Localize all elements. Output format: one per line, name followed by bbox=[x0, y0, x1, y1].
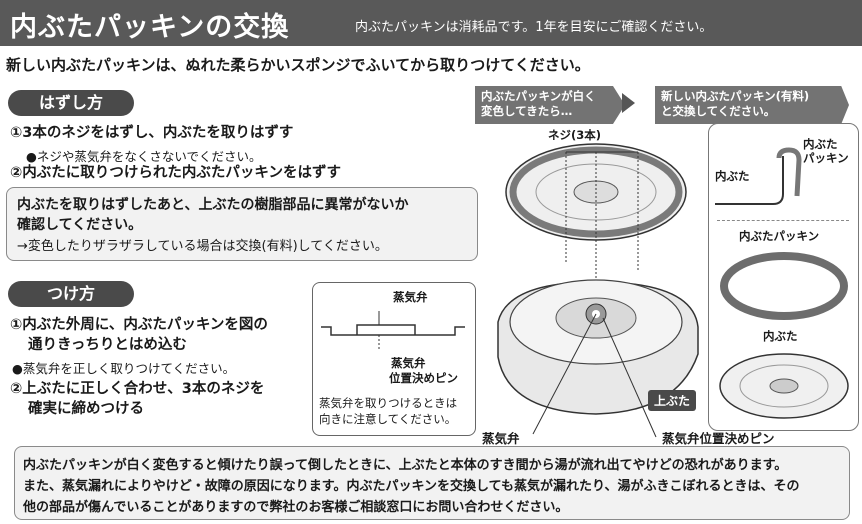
attach-step-1-line-1: ①内ぶた外周に、内ぶたパッキンを図の bbox=[10, 317, 268, 333]
panel-packing-2: パッキン bbox=[803, 151, 849, 165]
inset-valve-label: 蒸気弁 bbox=[393, 290, 428, 304]
valve-cross-section bbox=[321, 311, 465, 351]
callout-discolored: 内ぶたパッキンが白く 変色してきたら… bbox=[475, 86, 625, 124]
valve-pin-label: 蒸気弁位置決めピン bbox=[662, 431, 775, 446]
check-line-2: 確認してください。 bbox=[17, 217, 143, 233]
warning-line-3: 他の部品が傷んでいることがありますので弊社のお客様ご相談窓口にお問い合わせくださ… bbox=[23, 500, 569, 515]
inset-note-2: 向きに注意してください。 bbox=[319, 412, 457, 426]
inner-lid bbox=[719, 353, 849, 419]
attach-heading: つけ方 bbox=[8, 281, 134, 307]
remove-step-1: ①3本のネジをはずし、内ぶたを取りはずす bbox=[10, 125, 294, 141]
warning-box: 内ぶたパッキンが白く変色すると傾けたり誤って倒したときに、上ぶたと本体のすき間か… bbox=[14, 446, 850, 520]
callout-replace: 新しい内ぶたパッキン(有料) と交換してください。 bbox=[655, 86, 849, 124]
check-line-3: →変色したりザラザラしている場合は交換(有料)してください。 bbox=[17, 239, 388, 254]
attach-step-2-line-1: ②上ぶたに正しく合わせ、3本のネジを bbox=[10, 381, 265, 397]
attach-step-1-note: ●蒸気弁を正しく取りつけてください。 bbox=[12, 361, 236, 376]
packing-ring bbox=[720, 252, 848, 320]
inset-pin-label-1: 蒸気弁 bbox=[391, 356, 426, 370]
callout-replace-line-1: 新しい内ぶたパッキン(有料) bbox=[661, 89, 810, 103]
screws-label: ネジ(3本) bbox=[548, 128, 602, 142]
panel-packing-1: 内ぶた bbox=[803, 137, 838, 151]
remove-step-2: ②内ぶたに取りつけられた内ぶたパッキンをはずす bbox=[10, 165, 341, 181]
callout-discolored-line-1: 内ぶたパッキンが白く bbox=[481, 89, 596, 103]
check-box: 内ぶたを取りはずしたあと、上ぶたの樹脂部品に異常がないか 確認してください。 →… bbox=[6, 187, 478, 261]
play-arrow-icon bbox=[622, 93, 635, 113]
warning-line-1: 内ぶたパッキンが白く変色すると傾けたり誤って倒したときに、上ぶたと本体のすき間か… bbox=[23, 458, 788, 473]
parts-panel: 内ぶた パッキン 内ぶた 内ぶたパッキン 内ぶた bbox=[708, 123, 859, 431]
callout-discolored-line-2: 変色してきたら… bbox=[481, 104, 573, 118]
panel-divider-1 bbox=[717, 220, 849, 221]
check-line-1: 内ぶたを取りはずしたあと、上ぶたの樹脂部品に異常がないか bbox=[17, 197, 409, 213]
valve-label: 蒸気弁 bbox=[482, 431, 520, 446]
inset-pin-label-2: 位置決めピン bbox=[389, 371, 458, 385]
attach-step-2-line-2: 確実に締めつける bbox=[28, 401, 144, 417]
panel-packing-label: 内ぶたパッキン bbox=[739, 229, 820, 243]
remove-step-1-note: ●ネジや蒸気弁をなくさないでください。 bbox=[26, 149, 262, 164]
upper-lid-tag: 上ぶた bbox=[648, 390, 697, 411]
panel-inner-lid: 内ぶた bbox=[715, 169, 750, 183]
title-note: 内ぶたパッキンは消耗品です。1年を目安にご確認ください。 bbox=[355, 20, 713, 35]
callout-replace-line-2: と交換してください。 bbox=[661, 104, 776, 118]
packing-cross-section bbox=[715, 147, 802, 205]
warning-line-2: また、蒸気漏れによりやけど・故障の原因になります。内ぶたパッキンを交換しても蒸気… bbox=[23, 479, 800, 494]
valve-inset: 蒸気弁 蒸気弁 位置決めピン 蒸気弁を取りつけるときは 向きに注意してください。 bbox=[312, 282, 476, 436]
page-title: 内ぶたパッキンの交換 bbox=[10, 12, 290, 43]
attach-step-1-line-2: 通りきっちりとはめ込む bbox=[28, 337, 187, 353]
title-bar bbox=[0, 0, 862, 46]
remove-heading: はずし方 bbox=[8, 90, 134, 116]
inset-note-1: 蒸気弁を取りつけるときは bbox=[319, 396, 458, 410]
lid-exploded-drawing bbox=[497, 143, 699, 438]
intro-text: 新しい内ぶたパッキンは、ぬれた柔らかいスポンジでふいてから取りつけてください。 bbox=[6, 56, 590, 74]
panel-inner-lid-label: 内ぶた bbox=[763, 329, 798, 343]
